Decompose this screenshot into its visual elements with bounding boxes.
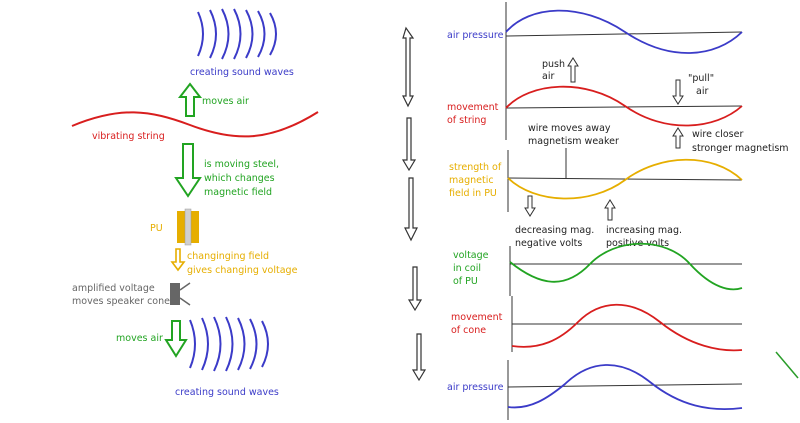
- strength-line2: magnetic: [449, 175, 494, 186]
- top-sound-waves: [197, 8, 277, 60]
- movement-string-wave: [505, 85, 743, 127]
- movement-string-line2: of string: [447, 115, 486, 126]
- pull-air-line2: air: [696, 86, 708, 97]
- amplified-line2: moves speaker cone: [72, 296, 170, 307]
- pickup-pole: [184, 208, 192, 246]
- strength-field-wave: [507, 158, 743, 200]
- voltage-line1: voltage: [453, 250, 489, 261]
- moves-air-up-arrow: [177, 82, 203, 117]
- push-air-line1: push: [542, 59, 565, 70]
- air-pressure-bottom-wave: [507, 364, 743, 411]
- strength-line3: field in PU: [449, 188, 497, 199]
- voltage-wave: [509, 242, 743, 291]
- bottom-sound-waves: [189, 316, 269, 372]
- wire-away-line2: magnetism weaker: [528, 136, 619, 147]
- air-pressure-top-label: air pressure: [447, 30, 504, 41]
- voltage-line2: in coil: [453, 263, 481, 274]
- decreasing-line2: negative volts: [515, 238, 582, 249]
- changing-field-line1: changinging field: [187, 251, 269, 262]
- speaker-cone-icon: [170, 282, 191, 306]
- voltage-line3: of PU: [453, 276, 478, 287]
- baseline-2: [505, 105, 743, 109]
- moving-steel-line2: which changes: [204, 173, 275, 184]
- movement-cone-wave: [511, 303, 743, 352]
- changing-field-line2: gives changing voltage: [187, 265, 298, 276]
- push-air-line2: air: [542, 71, 554, 82]
- sequence-down-arrows: [401, 26, 427, 382]
- decreasing-down-arrow: [524, 195, 536, 217]
- pu-label: PU: [150, 223, 163, 234]
- decreasing-line1: decreasing mag.: [515, 225, 594, 236]
- wire-away-line1: wire moves away: [528, 123, 611, 134]
- top-waves-label: creating sound waves: [190, 67, 294, 78]
- moving-steel-line1: is moving steel,: [204, 159, 279, 170]
- baseline-1: [505, 31, 743, 37]
- moves-air-bottom-label: moves air: [116, 333, 163, 344]
- vibrating-string-label: vibrating string: [92, 131, 165, 142]
- movement-string-line1: movement: [447, 102, 499, 113]
- movement-cone-line2: of cone: [451, 325, 486, 336]
- push-up-arrow: [567, 57, 579, 83]
- increasing-line1: increasing mag.: [606, 225, 682, 236]
- wire-closer-line2: stronger magnetism: [692, 143, 789, 154]
- increasing-up-arrow: [604, 199, 616, 221]
- pull-down-arrow: [672, 79, 684, 105]
- air-pressure-bottom-label: air pressure: [447, 382, 504, 393]
- moving-steel-down-arrow: [174, 143, 202, 198]
- air-pressure-top-wave: [505, 9, 743, 54]
- moving-steel-line3: magnetic field: [204, 187, 272, 198]
- moves-air-down-arrow: [164, 320, 188, 358]
- changing-field-arrow: [170, 248, 186, 272]
- baseline-6: [507, 383, 743, 388]
- edge-mark: [775, 351, 799, 379]
- vibrating-string: [71, 111, 319, 138]
- wire-closer-line1: wire closer: [692, 129, 743, 140]
- amplified-line1: amplified voltage: [72, 283, 155, 294]
- pull-air-line1: "pull": [688, 73, 714, 84]
- bottom-waves-label: creating sound waves: [175, 387, 279, 398]
- strength-line1: strength of: [449, 162, 502, 173]
- movement-cone-line1: movement: [451, 312, 503, 323]
- moves-air-top-label: moves air: [202, 96, 249, 107]
- wire-closer-up-arrow: [672, 127, 684, 149]
